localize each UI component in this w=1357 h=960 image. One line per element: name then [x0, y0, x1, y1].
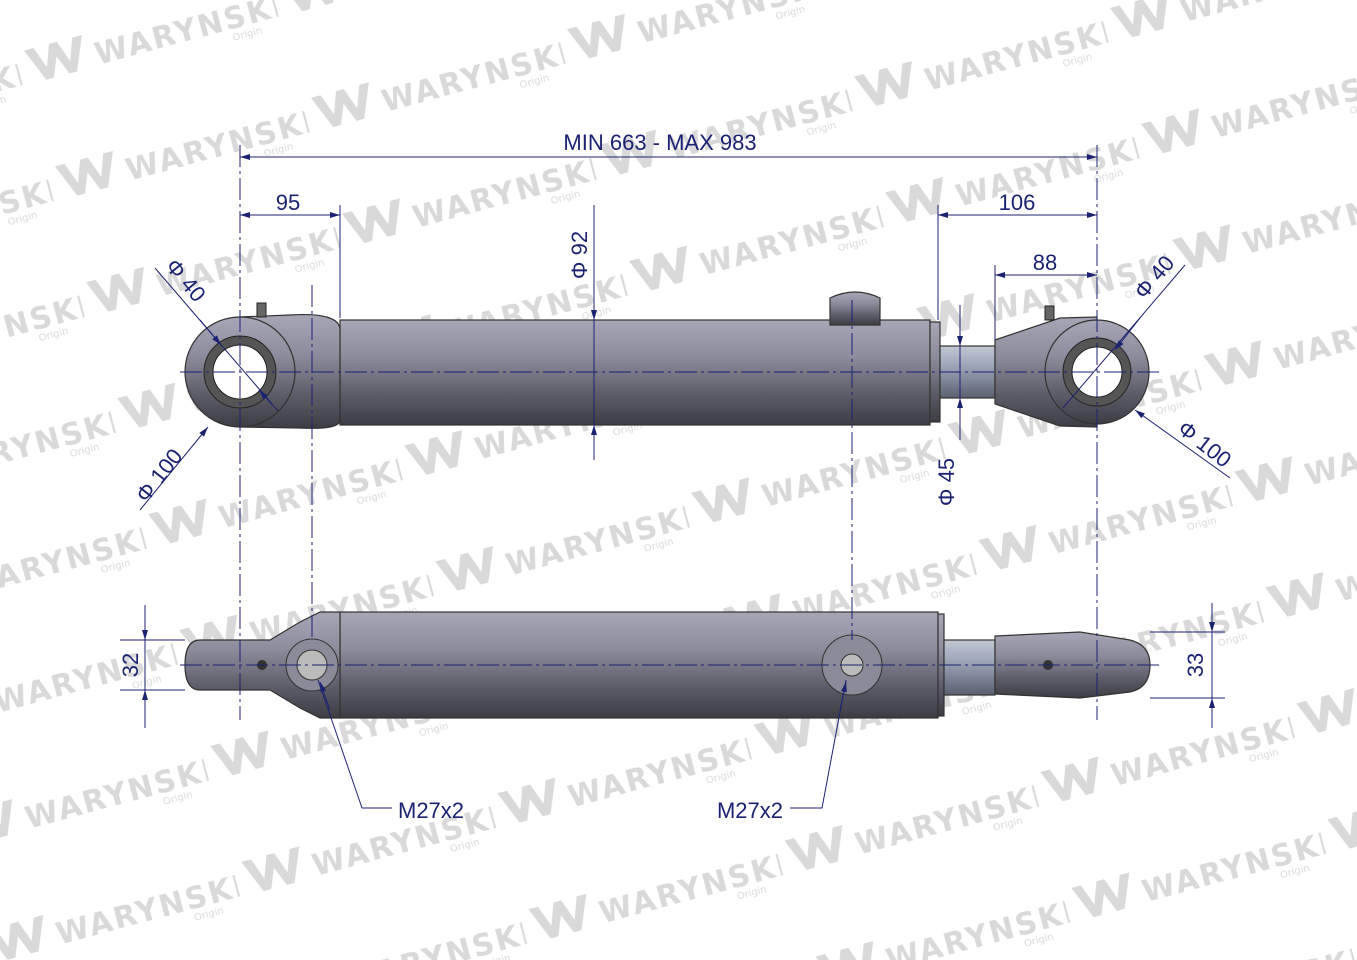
- left-eye-width-label: 32: [118, 653, 143, 677]
- port-boss: [829, 291, 881, 326]
- piston-rod-side: [943, 639, 996, 696]
- right-eye-width-label: 33: [1183, 653, 1208, 677]
- bottom-view: [180, 611, 1160, 719]
- right-eye-offset-label: 88: [1033, 250, 1057, 275]
- left-port-leader: [317, 679, 392, 809]
- left-eye-offset-label: 95: [276, 190, 300, 215]
- right-port-leader: [790, 679, 847, 809]
- grease-nipple-left: [256, 302, 267, 318]
- left-port-label: M27x2: [398, 798, 464, 823]
- right-port-label: M27x2: [717, 798, 783, 823]
- rod-diameter-label: Φ 45: [934, 458, 959, 506]
- barrel-diameter-label: Φ 92: [567, 231, 592, 279]
- grease-nipple-right: [1044, 305, 1055, 321]
- overall-length-label: MIN 663 - MAX 983: [563, 130, 756, 155]
- top-view: [180, 291, 1160, 429]
- right-end-length-label: 106: [999, 190, 1036, 215]
